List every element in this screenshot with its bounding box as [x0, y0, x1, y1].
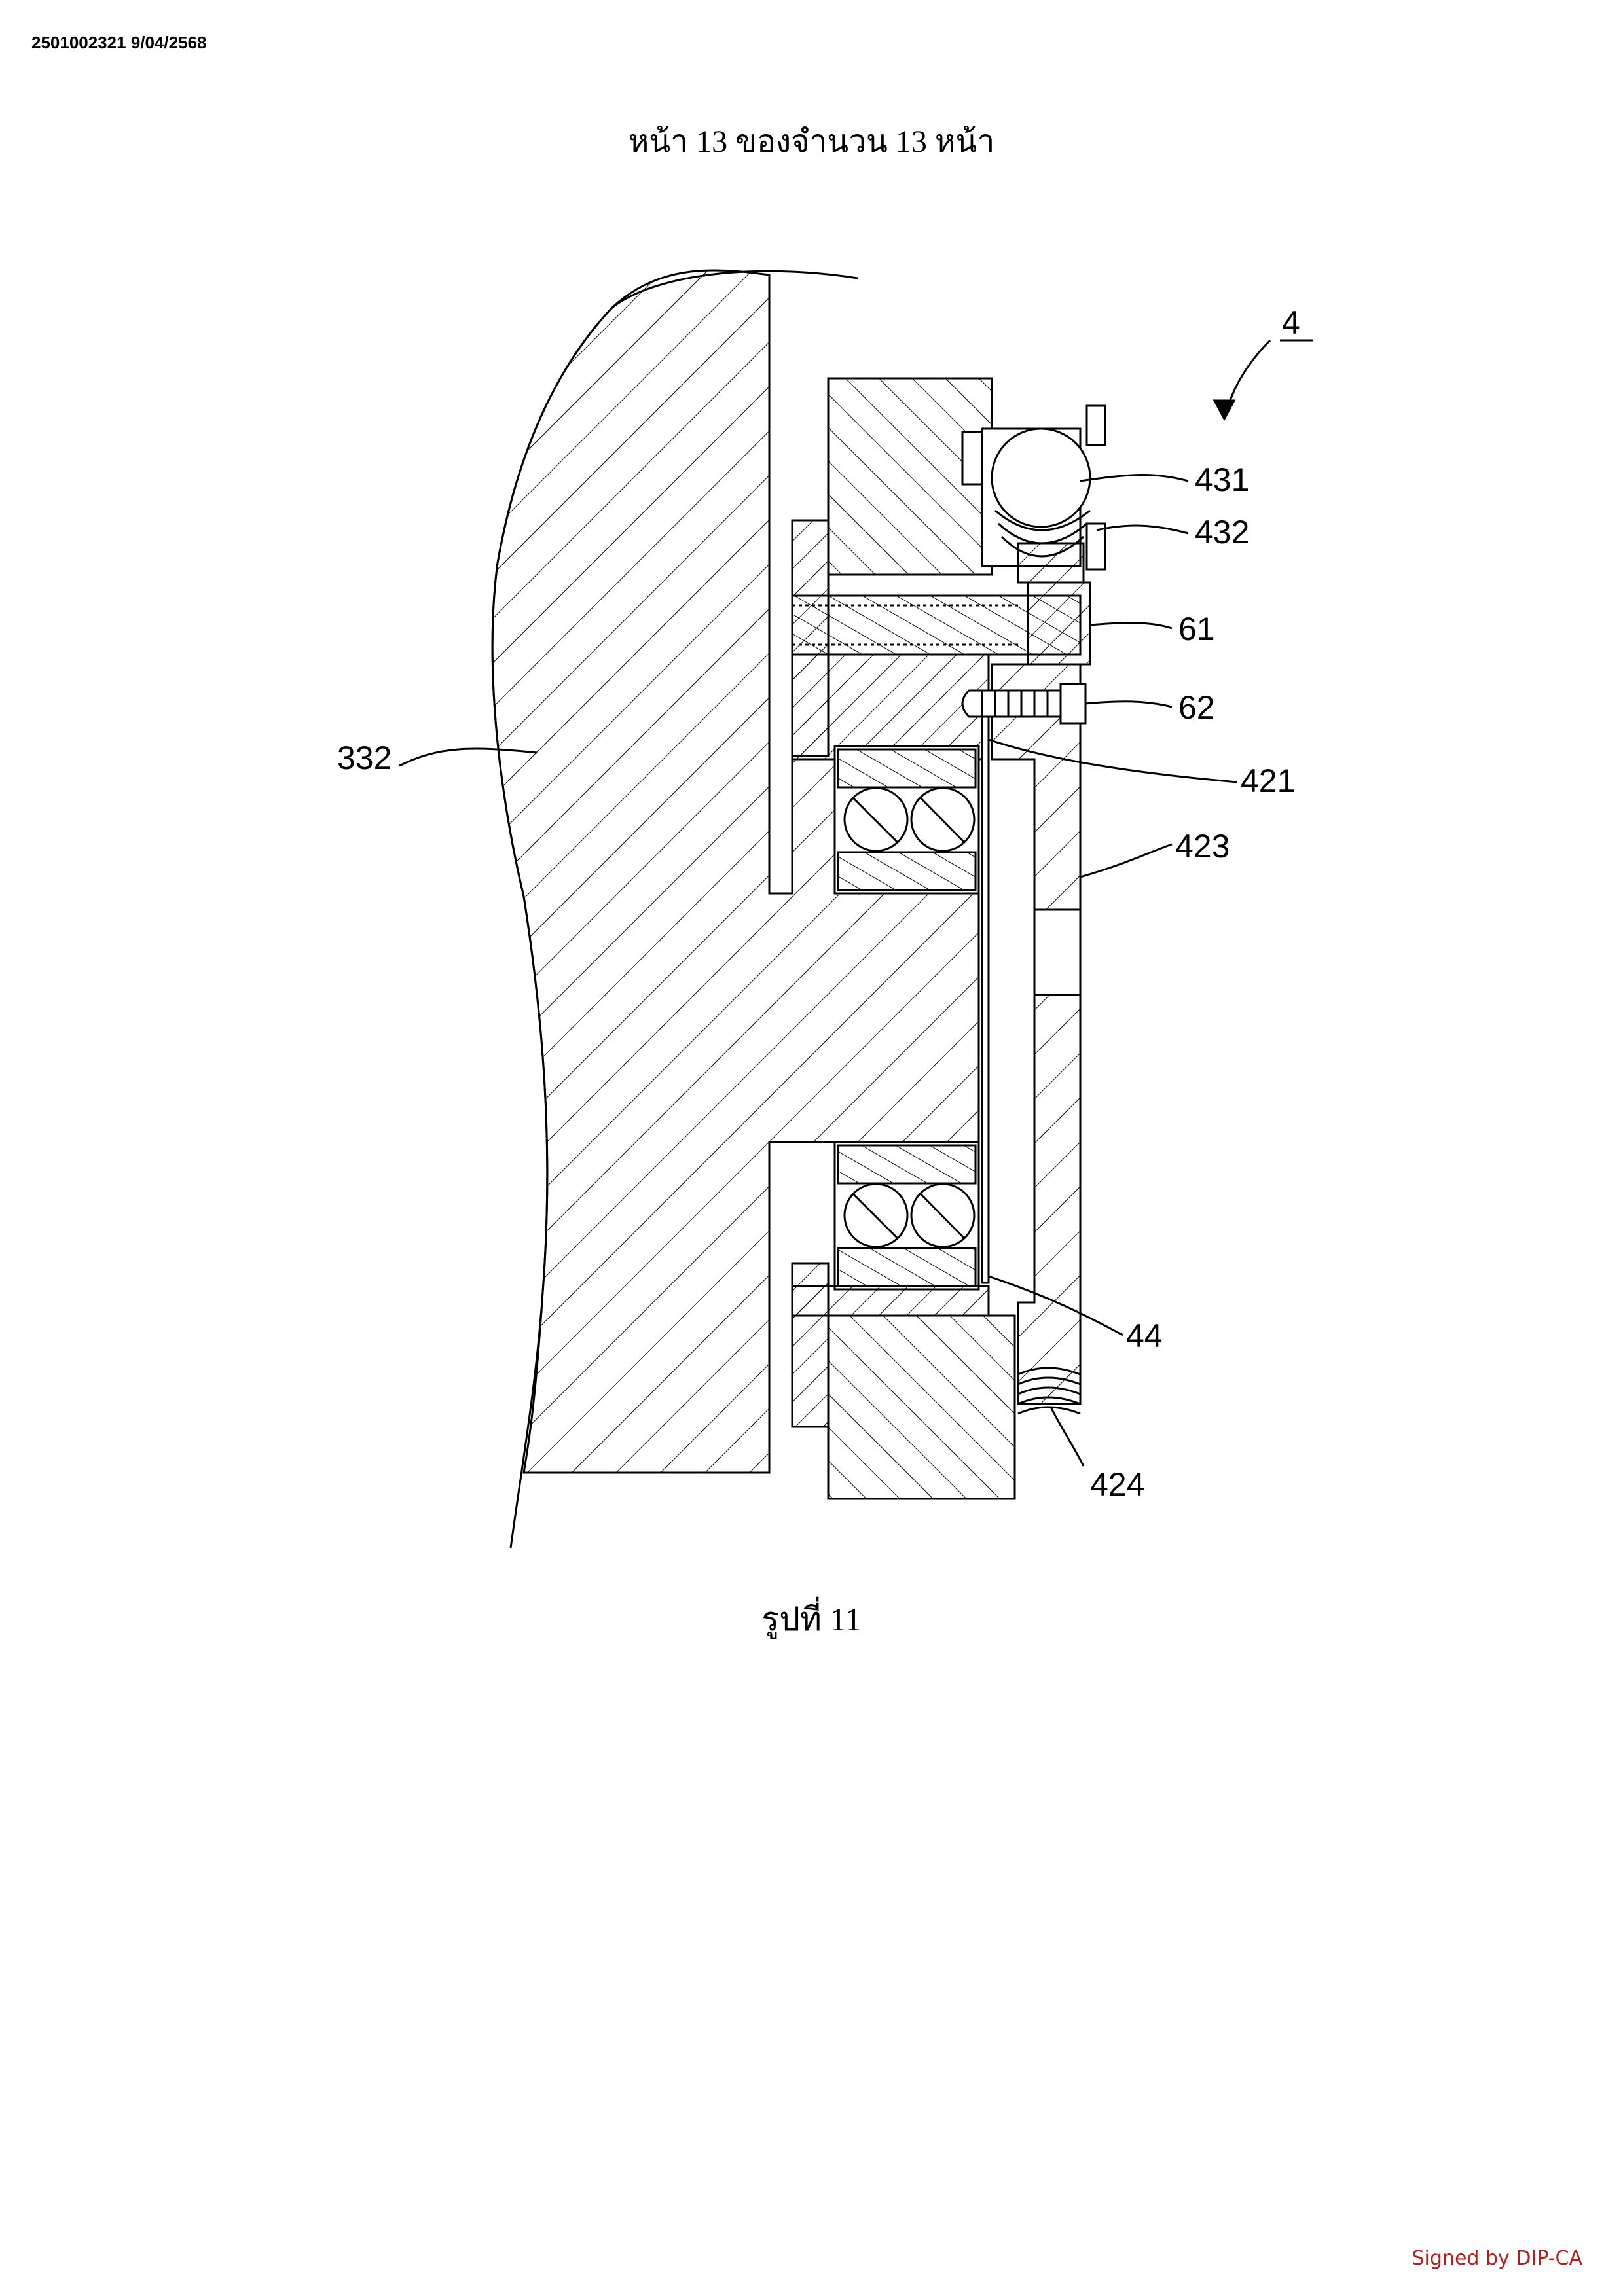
screw-62 [961, 689, 1062, 718]
label-424: 424 [1090, 1466, 1144, 1503]
label-423: 423 [1175, 828, 1230, 865]
label-61: 61 [1178, 611, 1215, 647]
label-62: 62 [1178, 689, 1215, 726]
lower-ring [827, 1314, 1016, 1500]
document-id: 2501002321 9/04/2568 [31, 33, 207, 52]
rod-44 [981, 706, 990, 1284]
label-432: 432 [1195, 514, 1249, 550]
label-431: 431 [1195, 461, 1249, 498]
signature-stamp: Signed by DIP-CA [1412, 2247, 1582, 2270]
label-421: 421 [1241, 762, 1295, 799]
seal-424 [1017, 1367, 1081, 1415]
page-header: หน้า 13 ของจำนวน 13 หน้า [628, 124, 995, 159]
label-assembly-4: 4 [1282, 304, 1300, 341]
label-332: 332 [337, 740, 392, 776]
bolt-61-head [1027, 581, 1091, 666]
label-44: 44 [1126, 1318, 1163, 1354]
figure-caption: รูปที่ 11 [761, 1601, 862, 1638]
ball-431 [991, 427, 1091, 528]
